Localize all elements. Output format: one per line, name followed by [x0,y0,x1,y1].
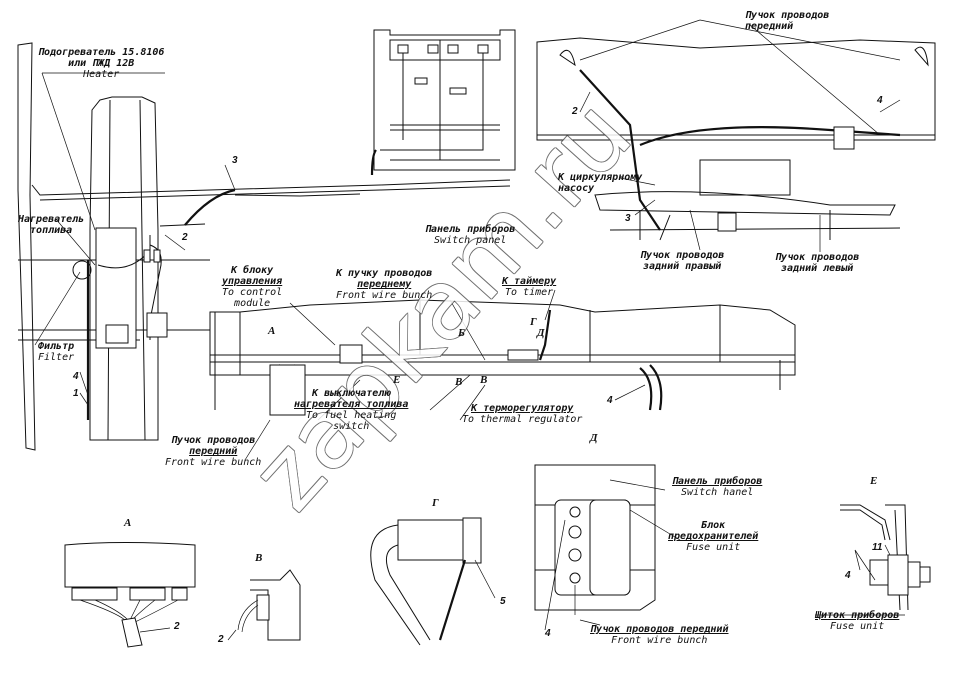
front-bunch-left-ru-1: Пучок проводов [171,435,256,446]
callout-2-view-b: 2 [218,634,224,645]
view-d-title: Д [590,432,598,444]
front-bunch-d-en: Front wire bunch [611,635,708,646]
control-module-en-2: module [234,298,271,309]
rear-right-bunch-1: Пучок проводов [640,250,725,261]
section-mark-g: Г [530,316,537,328]
rear-left-bunch-2: задний левый [781,263,854,274]
callout-3-right: 3 [625,213,631,224]
heater-label-ru-1: Подогреватель 15.8106 [38,47,165,58]
thermal-regulator-label: К терморегулятору To thermal regulator [462,403,582,425]
thermal-regulator-ru: К терморегулятору [471,403,574,414]
front-bunch-d-ru: Пучок проводов передний [590,624,729,635]
fuse-unit-d-en: Fuse unit [686,542,741,553]
callout-2-top: 2 [572,106,578,117]
top-right-plan-view [536,19,936,252]
fuel-heater-label-1: Нагреватель [18,214,85,225]
heater-label: Подогреватель 15.8106 или ПЖД 12В Heater [38,47,164,80]
switch-panel-label: Панель приборов Switch panel [425,224,515,246]
instrument-panel-e-ru: Щиток приборов [815,610,900,621]
circ-pump-label-1: К циркулярному [558,172,643,183]
rear-left-bunch-1: Пучок проводов [775,252,860,263]
view-g-title: Г [432,497,439,509]
fuel-heating-switch-en-2: switch [333,421,370,432]
control-module-ru-2: управления [222,276,283,287]
view-d [534,464,681,631]
filter-label-ru: Фильтр [38,341,75,352]
timer-label-ru: К таймеру [502,276,557,287]
callout-2-left: 2 [182,232,188,243]
circ-pump-label: К циркулярному насосу [558,172,642,194]
section-mark-b: Б [458,327,465,339]
fuel-heating-switch-en-1: To fuel heating [306,410,397,421]
switch-hanel-d-label: Панель приборов Switch hanel [672,476,762,498]
view-a-title: А [124,517,132,529]
section-mark-d: Д [537,327,545,339]
rear-right-bunch-2: задний правый [643,261,722,272]
timer-label: К таймеру To timer [502,276,556,298]
section-mark-a-arrow: А [268,325,276,337]
filter-label-en: Filter [38,352,75,363]
left-cab-view [17,42,511,451]
front-wire-bunch-mid-ru-2: переднему [357,279,412,290]
front-wire-bunch-mid-en: Front wire bunch [336,290,433,301]
instrument-panel-e-label: Щиток приборов Fuse unit [815,610,899,632]
callout-4-left: 4 [73,371,79,382]
timer-label-en: To timer [505,287,554,298]
front-bunch-top-label: Пучок проводов передний [745,10,829,32]
front-bunch-top-2: передний [745,21,794,32]
view-e-title: Е [870,475,878,487]
fuel-heating-switch-label: К выключателю нагревателя топлива To fue… [294,388,408,432]
view-g [370,517,496,646]
control-module-label: К блоку управления To control module [222,265,282,309]
instrument-panel-e-en: Fuse unit [830,621,885,632]
callout-11: 11 [872,542,883,553]
heater-label-ru-2: или ПЖД 12В [68,58,135,69]
front-bunch-left-en: Front wire bunch [165,457,262,468]
heater-label-en: Heater [83,69,120,80]
fuel-heating-switch-ru-1: К выключателю [312,388,391,399]
front-wire-bunch-mid-ru-1: К пучку проводов [336,268,433,279]
front-bunch-left-ru-2: передний [189,446,238,457]
section-mark-e: Е [393,374,401,386]
front-bunch-top-1: Пучок проводов [745,10,830,21]
view-e [815,504,931,616]
callout-4-top: 4 [877,95,883,106]
thermal-regulator-en: To thermal regulator [462,414,583,425]
callout-4-view-e: 4 [845,570,851,581]
view-b [227,569,301,641]
fuse-unit-d-ru-2: предохранителей [668,531,759,542]
section-mark-v: В [455,376,463,388]
callout-1: 1 [73,388,79,399]
callout-2-view-a: 2 [174,621,180,632]
callout-3-left: 3 [232,155,238,166]
callout-4-view-d: 4 [545,628,551,639]
switch-panel-ru: Панель приборов [425,224,516,235]
switch-hanel-d-ru: Панель приборов [672,476,763,487]
view-a [64,542,196,648]
middle-frame-view [209,289,796,461]
section-mark-v2: В [480,374,488,386]
control-module-ru-1: К блоку [231,265,274,276]
callout-5: 5 [500,596,506,607]
switch-panel-inset [370,29,516,176]
front-bunch-left-label: Пучок проводов передний Front wire bunch [165,435,261,468]
fuse-unit-d-label: Блок предохранителей Fuse unit [668,520,758,553]
switch-panel-en: Switch panel [434,235,507,246]
control-module-en-1: To control [222,287,283,298]
rear-left-bunch-label: Пучок проводов задний левый [775,252,859,274]
front-wire-bunch-mid-label: К пучку проводов переднему Front wire bu… [336,268,432,301]
front-bunch-d-label: Пучок проводов передний Front wire bunch [590,624,728,646]
circ-pump-label-2: насосу [558,183,595,194]
callout-4-mid: 4 [607,395,613,406]
fuel-heater-label: Нагреватель топлива [18,214,84,236]
filter-label: Фильтр Filter [38,341,74,363]
rear-right-bunch-label: Пучок проводов задний правый [640,250,724,272]
fuse-unit-d-ru-1: Блок [701,520,726,531]
fuel-heater-label-2: топлива [30,225,73,236]
view-b-title: В [255,552,263,564]
switch-hanel-d-en: Switch hanel [681,487,754,498]
fuel-heating-switch-ru-2: нагревателя топлива [294,399,409,410]
